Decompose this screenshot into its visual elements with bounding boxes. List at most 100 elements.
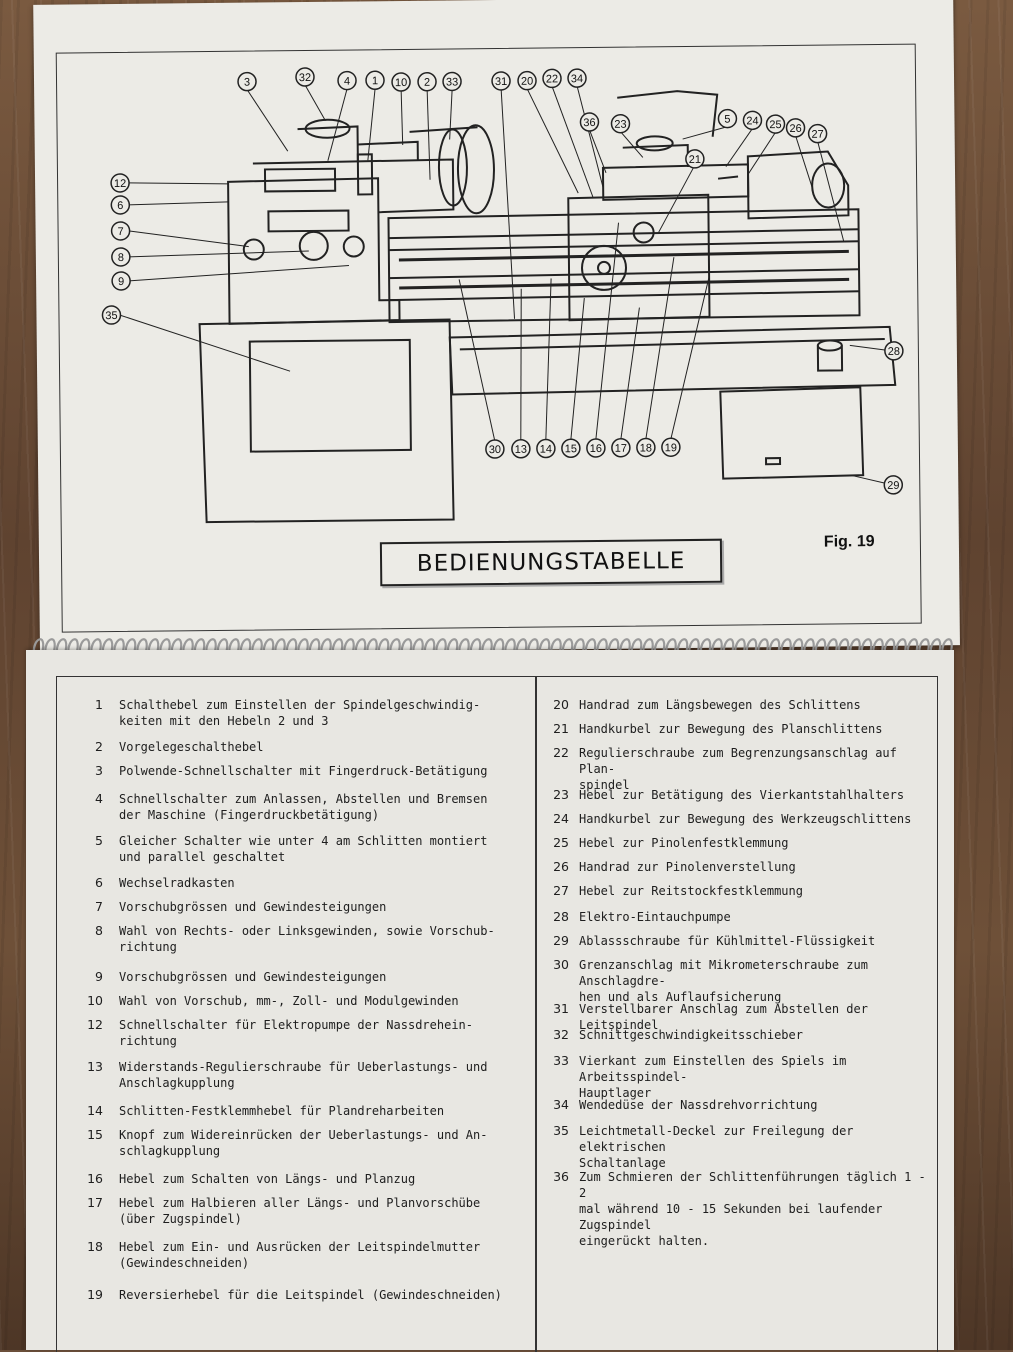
entry-description: Wechselradkasten — [119, 876, 235, 890]
entry-description: Verstellbarer Anschlag zum Abstellen der… — [579, 1002, 868, 1032]
entry-number: 25 — [553, 835, 569, 850]
entry-number: 17 — [87, 1195, 103, 1210]
svg-text:12: 12 — [114, 178, 126, 190]
svg-text:10: 10 — [395, 77, 407, 89]
callout-8: 8 — [111, 247, 131, 267]
entry-number: 15 — [87, 1127, 103, 1142]
entry-description: Regulierschraube zum Begrenzungsanschlag… — [579, 746, 897, 792]
entry-number: 18 — [87, 1239, 103, 1254]
entry-description: Elektro-Eintauchpumpe — [579, 910, 731, 924]
entry-number: 5 — [95, 833, 103, 848]
svg-text:14: 14 — [540, 443, 552, 455]
entry-description: Grenzanschlag mit Mikrometerschraube zum… — [579, 958, 868, 1004]
entry-description: Wendedüse der Nassdrehvorrichtung — [579, 1098, 818, 1112]
entry-description: Schnellschalter zum Anlassen, Abstellen … — [119, 792, 488, 822]
entry-description: Zum Schmieren der Schlittenführungen täg… — [579, 1170, 926, 1248]
callout-28: 28 — [884, 341, 904, 361]
entry-description: Wahl von Rechts- oder Linksgewinden, sow… — [119, 924, 495, 954]
svg-text:26: 26 — [789, 123, 801, 135]
entry-number: 12 — [87, 1017, 103, 1032]
callout-23: 23 — [610, 113, 631, 134]
entry-number: 16 — [87, 1171, 103, 1186]
svg-text:15: 15 — [565, 443, 577, 455]
entry-number: 4 — [95, 791, 103, 806]
callout-29: 29 — [883, 475, 904, 495]
svg-text:33: 33 — [446, 76, 458, 88]
callout-25: 25 — [765, 114, 786, 134]
callout-31: 31 — [491, 71, 511, 91]
entry-number: 22 — [553, 745, 569, 760]
callout-1: 1 — [365, 70, 385, 91]
callout-36: 36 — [579, 112, 600, 132]
entry-number: 8 — [95, 923, 103, 938]
entry-number: 19 — [87, 1287, 103, 1302]
svg-text:16: 16 — [590, 443, 602, 455]
entry-number: 9 — [95, 969, 103, 984]
entry-description: Schalthebel zum Einstellen der Spindelge… — [119, 698, 481, 728]
svg-text:21: 21 — [689, 154, 701, 166]
svg-text:5: 5 — [724, 114, 730, 126]
callout-22: 22 — [542, 68, 562, 89]
entry-description: Handkurbel zur Bewegung des Planschlitte… — [579, 722, 883, 736]
entry-number: 26 — [553, 859, 569, 874]
entry-number: 31 — [553, 1001, 569, 1016]
entry-description: Hebel zur Reitstockfestklemmung — [579, 884, 803, 898]
svg-text:32: 32 — [299, 72, 311, 84]
entry-number: 34 — [553, 1097, 569, 1112]
figure-label: Fig. 19 — [823, 533, 875, 551]
callout-19: 19 — [661, 437, 681, 457]
entry-number: 35 — [553, 1123, 569, 1138]
callout-20: 20 — [517, 70, 537, 91]
entry-number: 3 — [95, 763, 103, 778]
entry-description: Reversierhebel für die Leitspindel (Gewi… — [119, 1288, 502, 1302]
svg-text:23: 23 — [614, 119, 626, 131]
callout-24: 24 — [742, 110, 763, 131]
entry-description: Gleicher Schalter wie unter 4 am Schlitt… — [119, 834, 488, 864]
entry-description: Ablassschraube für Kühlmittel-Flüssigkei… — [579, 934, 876, 948]
callout-33: 33 — [442, 71, 462, 92]
entry-description: Hebel zur Pinolenfestklemmung — [579, 836, 789, 850]
entry-number: 21 — [553, 721, 569, 736]
entry-description: Handkurbel zur Bewegung des Werkzeugschl… — [579, 812, 912, 826]
callout-6: 6 — [110, 195, 131, 215]
svg-text:30: 30 — [489, 444, 501, 456]
svg-text:3: 3 — [244, 77, 250, 89]
diagram-page: 3 32 4 1 10 2 33 31 20 22 34 36 23 5 24 … — [33, 0, 960, 655]
control-table: 1 Schalthebel zum Einstellen der Spindelg… — [56, 676, 938, 1352]
entry-number: 32 — [553, 1027, 569, 1042]
entry-description: Vorgelegeschalthebel — [119, 740, 264, 754]
entry-number: 27 — [553, 883, 569, 898]
callout-13: 13 — [511, 439, 531, 459]
entry-description: Hebel zum Schalten von Längs- und Planzu… — [119, 1172, 416, 1186]
callout-7: 7 — [110, 221, 131, 241]
entry-number: 33 — [553, 1053, 569, 1068]
entry-description: Wahl von Vorschub, mm-, Zoll- und Modulg… — [119, 994, 459, 1008]
entry-description: Vorschubgrössen und Gewindesteigungen — [119, 970, 387, 984]
svg-text:31: 31 — [495, 76, 507, 88]
svg-text:17: 17 — [615, 443, 627, 455]
entry-number: 10 — [87, 993, 103, 1008]
svg-text:35: 35 — [105, 310, 117, 322]
entry-description: Polwende-Schnellschalter mit Fingerdruck… — [119, 764, 488, 778]
entry-number: 2 — [95, 739, 103, 754]
entry-number: 20 — [553, 697, 569, 712]
callout-32: 32 — [295, 67, 315, 87]
entry-number: 29 — [553, 933, 569, 948]
entry-number: 1 — [95, 697, 103, 712]
entry-number: 30 — [553, 957, 569, 972]
entry-description: Schnellschalter für Elektropumpe der Nas… — [119, 1018, 474, 1048]
entry-number: 14 — [87, 1103, 103, 1118]
svg-text:24: 24 — [746, 115, 758, 127]
callout-4: 4 — [337, 70, 357, 91]
svg-text:1: 1 — [372, 75, 378, 87]
entry-number: 7 — [95, 899, 103, 914]
callout-15: 15 — [561, 438, 581, 458]
svg-text:27: 27 — [811, 129, 823, 141]
svg-text:22: 22 — [546, 73, 558, 85]
entry-description: Widerstands-Regulierschraube für Ueberla… — [119, 1060, 488, 1090]
entry-number: 23 — [553, 787, 569, 802]
svg-text:9: 9 — [118, 276, 124, 288]
entry-number: 6 — [95, 875, 103, 890]
callout-12: 12 — [110, 173, 130, 193]
entry-description: Handrad zum Längsbewegen des Schlittens — [579, 698, 861, 712]
